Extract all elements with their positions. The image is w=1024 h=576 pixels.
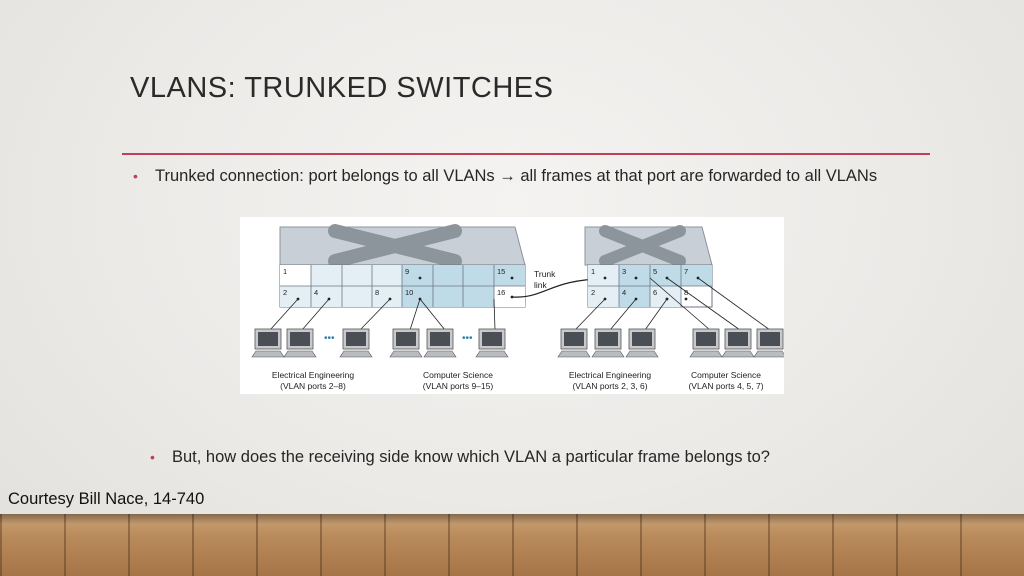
group-name: Electrical Engineering: [272, 370, 354, 380]
port-label: 3: [622, 267, 626, 276]
port-label: 5: [653, 267, 657, 276]
computer-icons: [251, 328, 784, 358]
computer-icon: [591, 328, 625, 358]
port-label: 6: [653, 288, 657, 297]
port-label: 8: [684, 288, 688, 297]
bullet-text: But, how does the receiving side know wh…: [172, 448, 770, 466]
left-switch: 1 9 15 2 4 8 10 16: [279, 224, 526, 308]
computer-icon: [339, 328, 373, 358]
bullet-dot: •: [133, 168, 138, 184]
port-label: 15: [497, 267, 505, 276]
port-label: 4: [622, 288, 626, 297]
trunk-label: link: [534, 280, 548, 290]
cables: [269, 277, 771, 331]
bullet-trunked-connection: • Trunked connection: port belongs to al…: [133, 163, 935, 190]
computer-icon: [557, 328, 591, 358]
group-ports: (VLAN ports 2, 3, 6): [572, 381, 647, 391]
computer-icon: [423, 328, 457, 358]
port-label: 16: [497, 288, 505, 297]
bullet-text: Trunked connection: port belongs to all …: [155, 167, 878, 185]
computer-icon: [625, 328, 659, 358]
port-label: 1: [591, 267, 595, 276]
vlan-trunk-diagram: 1 9 15 2 4 8 10 16 Trunk link: [240, 217, 784, 394]
bullet-vlan-question: • But, how does the receiving side know …: [150, 444, 932, 471]
computer-icon: [721, 328, 755, 358]
group-name: Computer Science: [691, 370, 761, 380]
ellipsis-left: •••: [324, 333, 335, 344]
right-switch: 1 3 5 7 2 4 6 8: [584, 225, 713, 308]
port-label: 1: [283, 267, 287, 276]
trunk-label: Trunk: [534, 269, 556, 279]
group-name: Computer Science: [423, 370, 493, 380]
computer-icon: [753, 328, 784, 358]
group-ports: (VLAN ports 4, 5, 7): [688, 381, 763, 391]
slide-title: VLANS: TRUNKED SWITCHES: [130, 72, 554, 104]
group-ports: (VLAN ports 2–8): [280, 381, 346, 391]
port-label: 2: [591, 288, 595, 297]
wood-floor-decoration: [0, 514, 1024, 576]
title-divider: [122, 153, 930, 155]
computer-icon: [475, 328, 509, 358]
computer-icon: [251, 328, 285, 358]
ellipsis-mid: •••: [462, 333, 473, 344]
port-label: 10: [405, 288, 413, 297]
bullet-dot: •: [150, 449, 155, 465]
port-label: 8: [375, 288, 379, 297]
courtesy-credit: Courtesy Bill Nace, 14-740: [8, 490, 205, 508]
computer-icon: [389, 328, 423, 358]
port-label: 4: [314, 288, 318, 297]
group-name: Electrical Engineering: [569, 370, 651, 380]
port-label: 7: [684, 267, 688, 276]
computer-icon: [283, 328, 317, 358]
port-label: 9: [405, 267, 409, 276]
port-label: 2: [283, 288, 287, 297]
diagram-svg: 1 9 15 2 4 8 10 16 Trunk link: [251, 224, 784, 391]
computer-icon: [689, 328, 723, 358]
group-ports: (VLAN ports 9–15): [423, 381, 494, 391]
